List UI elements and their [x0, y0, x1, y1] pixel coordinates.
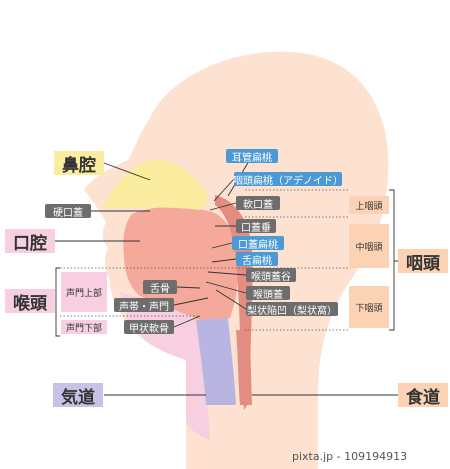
leader-lines	[55, 155, 398, 396]
label-oropharynx: 中咽頭	[349, 224, 389, 268]
label-thyroid-cartilage: 甲状軟骨	[124, 320, 174, 335]
trachea	[196, 318, 236, 405]
leader-line	[211, 242, 233, 249]
leader-line	[173, 315, 201, 328]
label-nasal-cavity: 鼻腔	[54, 151, 104, 176]
leader-line	[211, 258, 237, 263]
label-hard-palate: 硬口蓋	[45, 204, 91, 219]
leader-line	[209, 202, 237, 211]
esophagus	[236, 330, 252, 405]
label-esophagus: 食道	[398, 383, 448, 408]
label-larynx: 喉頭	[5, 289, 55, 314]
label-soft-palate: 軟口蓋	[236, 196, 280, 211]
label-subglottis: 声門下部	[61, 320, 107, 334]
pharynx-bracket	[389, 189, 398, 331]
label-hypopharynx: 下咽頭	[349, 286, 389, 328]
footer-credit: pixta.jp - 109194913	[292, 450, 407, 463]
label-palatine-tonsil: 口蓋扁桃	[232, 236, 284, 251]
larynx-bracket	[55, 267, 60, 337]
label-hyoid-bone: 舌骨	[143, 280, 177, 295]
label-lingual-tonsil: 舌扁桃	[236, 252, 278, 267]
footer-separator: -	[336, 450, 341, 463]
leader-line	[103, 162, 151, 181]
label-vallecula: 喉頭蓋谷	[246, 268, 296, 283]
leader-line	[176, 286, 201, 289]
leader-line	[207, 271, 247, 276]
label-pharynx: 咽頭	[398, 249, 448, 274]
footer-id: 109194913	[344, 450, 408, 463]
label-epiglottis: 喉頭蓋	[246, 286, 290, 301]
label-supraglottis: 声門上部	[61, 272, 107, 312]
label-tubal-tonsil: 耳管扁桃	[226, 149, 278, 164]
label-adenoid: 咽頭扁桃（アデノイド）	[233, 172, 343, 187]
label-uvula: 口蓋垂	[236, 219, 276, 234]
label-oral-cavity: 口腔	[5, 229, 55, 254]
label-nasopharynx: 上咽頭	[349, 196, 389, 214]
footer-site: pixta.jp	[292, 450, 334, 463]
label-airway: 気道	[53, 383, 103, 408]
label-vocal-cords: 声帯・声門	[114, 298, 174, 313]
leader-line	[205, 281, 247, 294]
leader-line	[173, 297, 209, 306]
label-piriform-sinus: 梨状陥凹（梨状窩）	[246, 302, 338, 317]
leader-line	[215, 289, 247, 310]
leader-line	[213, 178, 235, 202]
